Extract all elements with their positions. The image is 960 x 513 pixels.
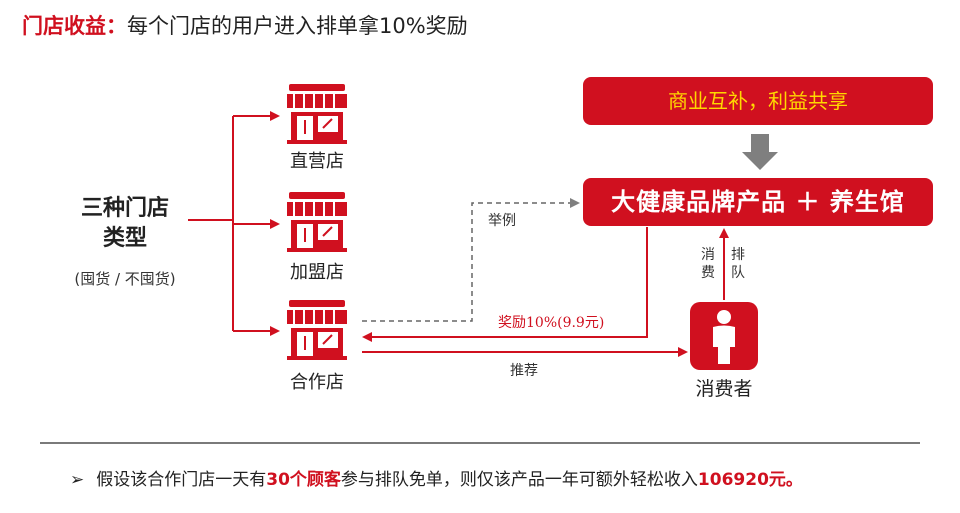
bottom-highlight-customers: 30个顾客	[266, 470, 341, 490]
bottom-text-2: 参与排队免单，则仅该产品一年可额外轻松收入	[340, 470, 698, 490]
types-bracket	[188, 111, 280, 336]
queue-label: 排队	[731, 247, 745, 281]
down-arrow	[742, 134, 778, 170]
store-types-title: 三种门店 类型	[60, 194, 190, 254]
bottom-note: ➢ 假设该合作门店一天有30个顾客参与排队免单，则仅该产品一年可额外轻松收入106…	[70, 465, 803, 490]
store-icon	[287, 192, 347, 252]
store-icon	[287, 300, 347, 360]
store-label-partner: 合作店	[290, 372, 344, 393]
consume-label: 消费	[701, 247, 715, 281]
store-types-title-line2: 类型	[102, 226, 147, 251]
bullet-arrow-icon: ➢	[70, 470, 85, 490]
consumer-label: 消费者	[695, 378, 753, 400]
divider	[40, 442, 920, 444]
person-icon	[690, 302, 758, 370]
recommend-label: 推荐	[510, 363, 538, 379]
store-label-franchise: 加盟店	[290, 262, 344, 283]
reward-label: 奖励10%(9.9元)	[498, 315, 605, 331]
reward-arrow	[362, 227, 648, 342]
store-label-direct: 直营店	[290, 151, 344, 172]
store-types-subtitle: (囤货 / 不囤货)	[74, 270, 176, 288]
bottom-highlight-income: 106920元。	[697, 470, 803, 490]
mutual-benefit-box: 商业互补，利益共享	[583, 77, 933, 125]
store-types-title-line1: 三种门店	[80, 196, 169, 221]
brand-product-box: 大健康品牌产品 ＋ 养生馆	[583, 178, 933, 226]
example-label: 举例	[488, 213, 516, 229]
page-title: 门店收益：每个门店的用户进入排单拿10%奖励	[22, 10, 468, 40]
store-icon	[287, 84, 347, 144]
example-arrow	[362, 198, 580, 322]
bottom-text-1: 假设该合作门店一天有	[96, 470, 267, 490]
title-text: 每个门店的用户进入排单拿10%奖励	[127, 14, 468, 38]
title-highlight: 门店收益：	[22, 14, 127, 38]
